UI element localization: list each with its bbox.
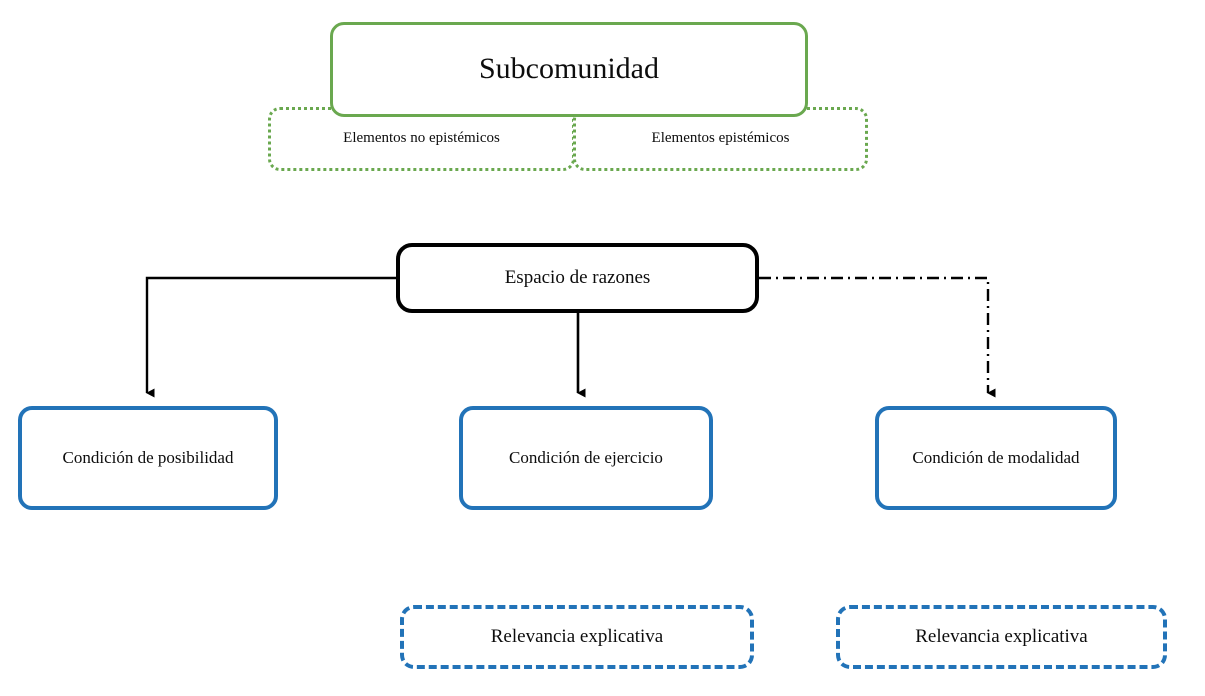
node-relevancia-explicativa-2[interactable]: Relevancia explicativa (836, 605, 1167, 669)
node-elementos-epistemicos[interactable]: Elementos epistémicos (573, 107, 868, 171)
connector-to-condicion-modalidad (759, 276, 996, 398)
node-relevancia-explicativa-1[interactable]: Relevancia explicativa (400, 605, 754, 669)
node-espacio-de-razones[interactable]: Espacio de razones (396, 243, 759, 313)
node-elementos-no-epistemicos-label: Elementos no epistémicos (343, 130, 500, 147)
node-subcomunidad[interactable]: Subcomunidad (330, 22, 808, 117)
node-condicion-de-posibilidad-label: Condición de posibilidad (62, 448, 234, 468)
node-elementos-no-epistemicos[interactable]: Elementos no epistémicos (268, 107, 575, 171)
node-condicion-de-ejercicio-label: Condición de ejercicio (509, 448, 663, 468)
node-condicion-de-ejercicio[interactable]: Condición de ejercicio (459, 406, 713, 510)
node-condicion-de-posibilidad[interactable]: Condición de posibilidad (18, 406, 278, 510)
node-condicion-de-modalidad[interactable]: Condición de modalidad (875, 406, 1117, 510)
node-subcomunidad-label: Subcomunidad (479, 52, 659, 86)
node-relevancia-explicativa-2-label: Relevancia explicativa (915, 625, 1088, 647)
node-relevancia-explicativa-1-label: Relevancia explicativa (490, 625, 664, 647)
node-condicion-de-modalidad-label: Condición de modalidad (912, 448, 1080, 468)
node-elementos-epistemicos-label: Elementos epistémicos (651, 130, 790, 147)
node-espacio-de-razones-label: Espacio de razones (504, 266, 651, 288)
connector-to-condicion-posibilidad (145, 276, 396, 398)
